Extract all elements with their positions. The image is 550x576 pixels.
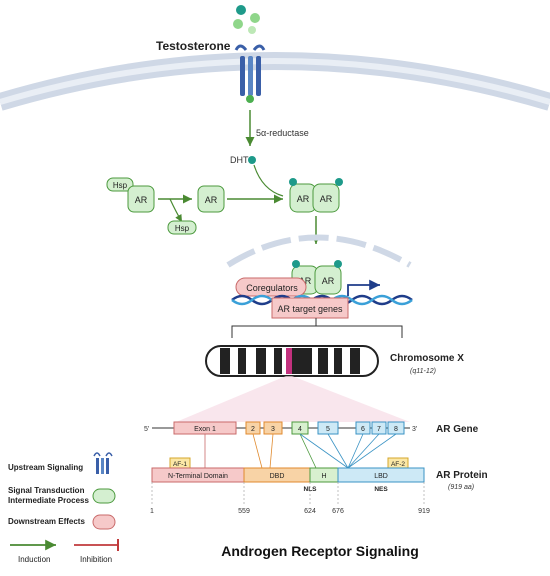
exon-domain-connectors [204,433,397,469]
enzyme-label: 5α-reductase [256,128,309,138]
domain-lbd-label: LBD [374,473,388,480]
nes-label: NES [374,486,388,493]
ar-dimer-nuclear [291,260,342,295]
legend-induction-label: Induction [18,555,50,564]
exon-6-label: 6 [361,426,365,433]
legend-downstream-swatch [92,514,116,530]
transcription-arrow [347,279,380,296]
ar-label-free: AR [205,195,218,205]
exon-3-label: 3 [271,426,275,433]
gene-end3: 3' [412,426,417,433]
testosterone-molecules [233,5,260,34]
ar-gene-label: AR Gene [436,424,479,435]
exon-8-label: 8 [394,426,398,433]
coregulators-box [235,277,307,297]
ar-dimer-label-right: AR [320,194,333,204]
legend-inhibition-arrow [74,539,119,551]
chromosome-x-icon [205,345,379,377]
cell-membrane [0,52,550,111]
ar-dimer-label-left: AR [297,194,310,204]
arrow-hsp-release [169,198,183,223]
hsp-label-free: Hsp [175,224,190,233]
target-genes-box [271,297,349,319]
ar-label-inactive: AR [135,195,148,205]
position-1: 1 [150,508,154,515]
position-919: 919 [418,508,430,515]
af1-label: AF-1 [173,461,187,468]
nuclear-envelope [226,234,412,268]
dht-molecule [248,156,256,164]
ar-nuclear-label-left: AR [299,276,312,286]
position-676: 676 [332,508,344,515]
gene-end5: 5' [144,426,149,433]
nls-label: NLS [304,486,318,493]
domain-h-label: H [321,473,326,480]
coregulators-label: Coregulators [246,283,298,293]
exon-1-label: Exon 1 [194,426,216,433]
bracket [231,318,403,338]
ar-node-inactive [127,185,155,213]
target-genes-label: AR target genes [277,304,343,314]
zoom-wedge [176,376,410,422]
exon-5-label: 5 [326,426,330,433]
dht-label: DHT [230,155,249,165]
domain-ntd-label: N-Terminal Domain [168,473,228,480]
diagram-title: Androgen Receptor Signaling [221,543,419,559]
ar-protein-length: (919 aa) [448,484,474,491]
exon-2-label: 2 [251,426,255,433]
legend-downstream-label: Downstream Effects [8,517,85,526]
af2-label: AF-2 [391,461,405,468]
ar-nuclear-label-right: AR [322,276,335,286]
legend-receptor-icon [93,452,113,474]
domain-dbd-label: DBD [270,473,285,480]
legend-transduction-line1: Signal Transduction [8,486,85,495]
membrane-receptor-icon [234,44,266,103]
hsp-node-free [167,220,197,235]
ar-gene [152,421,410,435]
legend-transduction-line2: Intermediate Process [8,496,89,505]
position-559: 559 [238,508,250,515]
ar-protein-label: AR Protein [436,470,488,481]
arrow-dht-bind [253,164,284,197]
ar-node-free [197,185,225,213]
legend-upstream-label: Upstream Signaling [8,463,83,472]
position-624: 624 [304,508,316,515]
ar-protein-domains [151,467,425,483]
ar-dimer [289,178,343,213]
chromosome-locus: (q11-12) [410,368,436,375]
exon-7-label: 7 [377,426,381,433]
legend-transduction-swatch [92,488,116,504]
legend-inhibition-label: Inhibition [80,555,112,564]
hsp-label-bound: Hsp [113,181,128,190]
chromosome-name: Chromosome X [390,353,464,364]
exon-4-label: 4 [298,426,302,433]
hsp-node-bound [106,177,134,192]
testosterone-label: Testosterone [156,39,231,53]
